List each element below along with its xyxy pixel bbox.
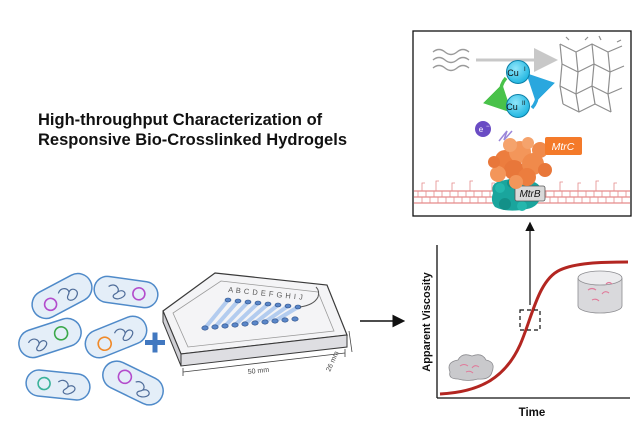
title-line-2: Responsive Bio-Crosslinked Hydrogels	[38, 131, 347, 149]
mtrc-label: MtrC	[552, 141, 575, 153]
title-line-1: High-throughput Characterization of	[38, 111, 323, 129]
mtrb-label: MtrB	[519, 189, 540, 200]
copper-one-node: Cu I	[506, 60, 530, 84]
cu-two-label: Cu	[506, 102, 518, 112]
bacterium-cell	[31, 272, 93, 320]
cu-two-superscript: II	[522, 101, 526, 107]
width-dimension-line	[182, 352, 346, 373]
y-axis-label: Apparent Viscosity	[421, 271, 433, 371]
chip-wells-bottom	[201, 316, 299, 331]
bacterium-cell	[84, 315, 148, 359]
polymer-waves-icon	[432, 48, 470, 72]
liquid-state-icon	[448, 354, 494, 381]
depth-dimension-line	[348, 330, 353, 353]
figure-title: High-throughput Characterization of Resp…	[38, 110, 378, 150]
zoom-region-box	[519, 309, 541, 331]
cu-one-label: Cu	[507, 68, 519, 78]
bacterium-cell	[18, 317, 82, 359]
mtrb-label-box	[514, 185, 546, 202]
mechanism-inset: Cu I Cu II e −	[412, 30, 632, 217]
x-axis-label: Time	[519, 407, 546, 419]
cycle-arrow-green-icon	[482, 76, 512, 113]
bacteria-cluster	[18, 272, 164, 406]
electron-superscript: −	[486, 124, 490, 130]
cycle-arrow-blue-icon	[526, 73, 556, 110]
cu-one-superscript: I	[524, 67, 526, 73]
chip-depth-label: 26 mm	[325, 350, 340, 373]
viscosity-curve	[439, 260, 629, 396]
chip-width-label: 50 mm	[247, 367, 269, 376]
plus-icon	[145, 332, 165, 353]
electron-label: e	[479, 125, 484, 134]
crosslinked-network-icon	[559, 35, 625, 113]
copper-two-node: Cu II	[506, 94, 530, 118]
microfluidic-chip: A B C D E F G H I J 50 mm 26 mm	[162, 272, 353, 376]
bacterium-cell	[25, 369, 91, 401]
electron-transfer-icon	[498, 130, 513, 142]
bacterium-cell	[93, 275, 159, 309]
bacterium-cell	[102, 360, 164, 406]
mtrc-label-box	[545, 137, 582, 155]
viscosity-plot: Apparent Viscosity Time	[421, 245, 630, 419]
electron-node: e −	[475, 121, 491, 137]
mtrc-protein	[488, 137, 552, 189]
gel-state-icon	[577, 270, 623, 314]
chip-channels	[203, 298, 300, 330]
